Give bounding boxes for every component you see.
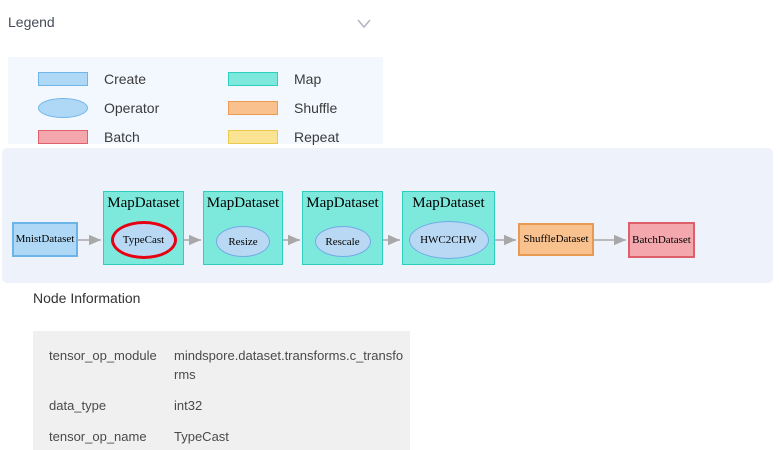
operator-ellipse-resize[interactable]: Resize [216, 226, 270, 257]
node-information-table: tensor_op_module mindspore.dataset.trans… [33, 331, 410, 450]
map-node-title: MapDataset [107, 195, 180, 211]
graph-node-mapdataset-resize[interactable]: MapDataset Resize [203, 191, 283, 265]
legend-title: Legend [8, 14, 55, 30]
legend-label-map: Map [294, 70, 322, 87]
legend-swatch-create [38, 71, 88, 86]
info-value: int32 [174, 398, 203, 413]
legend-panel: Create Map Operator Shuffle Batch Repeat [8, 57, 383, 145]
legend-swatch-operator [38, 97, 88, 118]
legend-label-create: Create [104, 70, 147, 87]
legend-swatch-map [228, 71, 278, 86]
legend-header[interactable]: Legend [8, 14, 383, 34]
map-node-title: MapDataset [306, 195, 379, 211]
info-key: tensor_op_name [49, 429, 147, 444]
dataset-graph-canvas[interactable]: MnistDataset MapDataset TypeCast MapData… [2, 148, 773, 283]
legend-swatch-batch [38, 129, 88, 144]
graph-node-shuffledataset[interactable]: ShuffleDataset [518, 223, 594, 256]
legend-label-batch: Batch [104, 128, 140, 145]
operator-ellipse-typecast-selected[interactable]: TypeCast [110, 221, 177, 259]
graph-node-mnistdataset[interactable]: MnistDataset [12, 222, 78, 257]
legend-swatch-repeat [228, 129, 278, 144]
legend-label-shuffle: Shuffle [294, 99, 338, 116]
info-key: data_type [49, 398, 107, 413]
graph-node-mapdataset-typecast[interactable]: MapDataset TypeCast [103, 191, 184, 265]
node-information-title: Node Information [33, 290, 141, 306]
operator-ellipse-hwc2chw[interactable]: HWC2CHW [408, 221, 489, 259]
graph-node-mapdataset-rescale[interactable]: MapDataset Rescale [302, 191, 383, 265]
legend-swatch-shuffle [228, 100, 278, 115]
info-value: mindspore.dataset.transforms.c_transform… [174, 348, 404, 382]
info-row-tensor-op-name: tensor_op_name TypeCast [49, 421, 406, 450]
info-key: tensor_op_module [49, 348, 157, 363]
graph-node-mapdataset-hwc2chw[interactable]: MapDataset HWC2CHW [402, 191, 495, 265]
map-node-title: MapDataset [206, 195, 280, 211]
info-value: TypeCast [174, 429, 229, 444]
info-row-data-type: data_type int32 [49, 390, 406, 421]
map-node-title: MapDataset [412, 195, 485, 211]
graph-node-batchdataset[interactable]: BatchDataset [628, 222, 695, 258]
legend-label-repeat: Repeat [294, 128, 340, 145]
operator-ellipse-rescale[interactable]: Rescale [314, 226, 371, 257]
graph-edges [78, 234, 626, 246]
info-row-tensor-op-module: tensor_op_module mindspore.dataset.trans… [49, 340, 406, 390]
legend-label-operator: Operator [104, 99, 160, 116]
chevron-down-icon[interactable] [356, 17, 372, 35]
